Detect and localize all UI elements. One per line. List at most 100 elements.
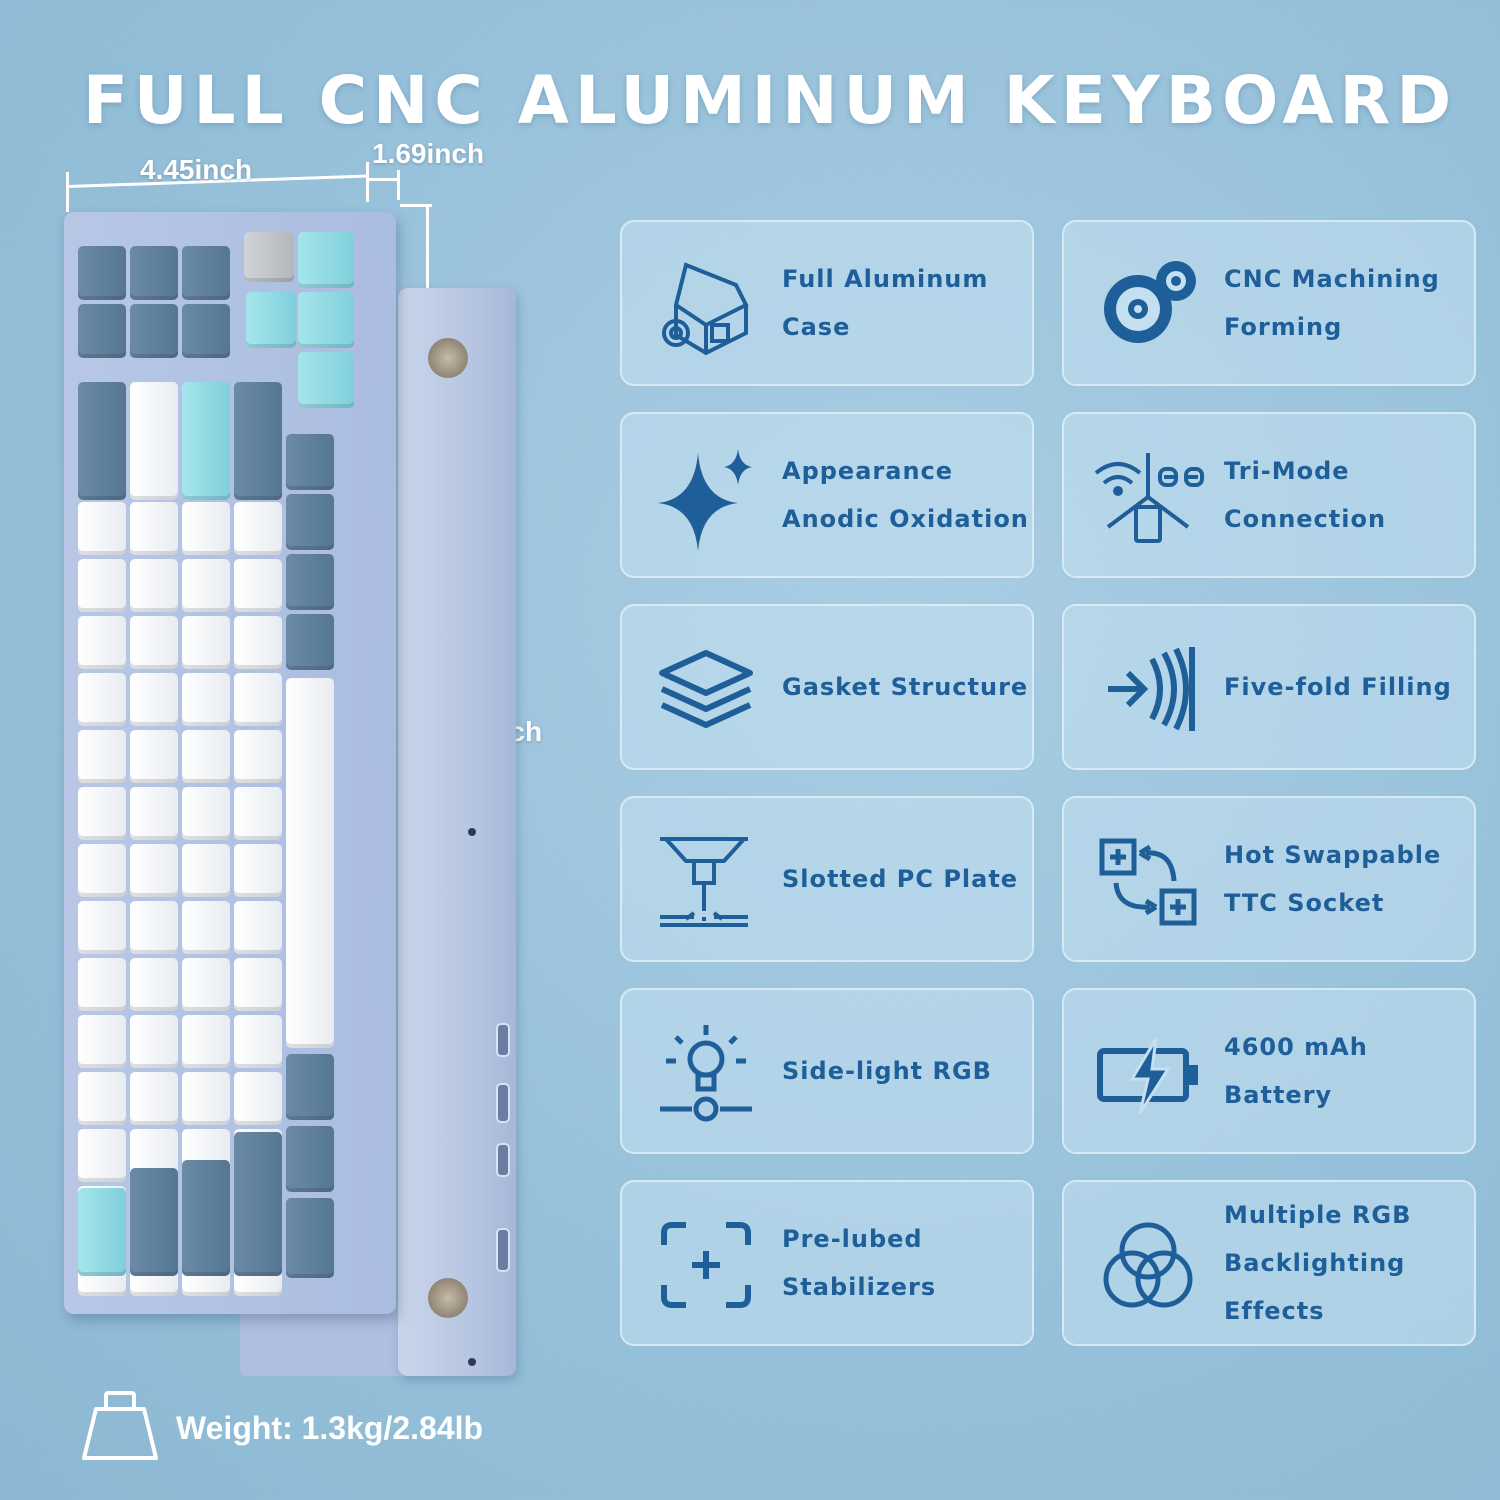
feature-label-line: Effects [1224, 1297, 1325, 1325]
keycap [286, 1054, 334, 1120]
feature-card: Gasket Structure [620, 604, 1034, 770]
keycap [130, 559, 178, 612]
layers-icon [659, 650, 753, 728]
battery-icon [1097, 1038, 1198, 1114]
lightbulb-icon [660, 1025, 752, 1122]
feature-label-line: Side-light RGB [782, 1057, 992, 1085]
keycap [182, 844, 230, 897]
keycap [182, 1072, 230, 1125]
keycap [78, 304, 126, 358]
feature-label-line: Gasket Structure [782, 673, 1029, 701]
feature-label: Gasket Structure [782, 606, 1038, 768]
feature-label: Five-fold Filling [1224, 606, 1480, 768]
keycap [286, 678, 334, 1048]
width-dimension-tick-right [366, 162, 369, 202]
screw-hole [468, 828, 476, 836]
feature-label-line: Hot Swappable [1224, 841, 1442, 869]
feature-label-line: Battery [1224, 1081, 1333, 1109]
hot-swap-icon [1099, 838, 1197, 926]
feature-label-line: TTC Socket [1224, 889, 1385, 917]
keycap [78, 382, 126, 500]
depth-dimension-tick [397, 170, 400, 200]
keycap [182, 1015, 230, 1068]
depth-dimension-label: 1.69inch [372, 138, 485, 169]
weight-info: Weight: 1.3kg/2.84lb [80, 1390, 550, 1470]
keycap [78, 958, 126, 1011]
keycap [130, 502, 178, 555]
keycap [182, 382, 230, 500]
keycap [182, 304, 230, 358]
keycap [78, 1188, 126, 1276]
keycap [130, 958, 178, 1011]
keycap [78, 246, 126, 300]
mode-switch [496, 1023, 510, 1057]
rubber-foot [428, 1278, 468, 1318]
keycap [78, 730, 126, 783]
keycap [78, 901, 126, 954]
keycap [182, 502, 230, 555]
keycap [234, 559, 282, 612]
feature-label-line: Connection [1224, 505, 1387, 533]
keycap [78, 673, 126, 726]
weight-label: Weight: 1.3kg/2.84lb [176, 1410, 484, 1446]
keycap [234, 382, 282, 500]
keycap [286, 554, 334, 610]
page-title: FULL CNC ALUMINUM KEYBOARD [82, 62, 1458, 139]
keycap [298, 292, 354, 348]
keycap [78, 502, 126, 555]
keycap [234, 1132, 282, 1276]
keycap [130, 673, 178, 726]
keycap [234, 730, 282, 783]
feature-label-line: Stabilizers [782, 1273, 937, 1301]
rubber-foot [428, 338, 468, 378]
keycap [182, 1160, 230, 1276]
keycap [130, 1072, 178, 1125]
keycap [244, 232, 294, 282]
power-switch [496, 1143, 510, 1177]
keycap [286, 1126, 334, 1192]
feature-label-line: Forming [1224, 313, 1343, 341]
laser-plate-icon [660, 837, 748, 927]
keycap [234, 673, 282, 726]
keycap [130, 616, 178, 669]
feature-label-line: CNC Machining [1224, 265, 1440, 293]
feature-card: Five-fold Filling [1062, 604, 1476, 770]
keycap [234, 1015, 282, 1068]
feature-label-line: Tri-Mode [1224, 457, 1350, 485]
keycap [286, 494, 334, 550]
keycap [130, 382, 178, 500]
keycap [78, 787, 126, 840]
feature-label: Slotted PC Plate [782, 798, 1038, 960]
keycap [234, 901, 282, 954]
feature-label-line: Slotted PC Plate [782, 865, 1019, 893]
keycap [298, 352, 354, 408]
keycap [182, 246, 230, 300]
feature-label-line: 4600 mAh [1224, 1033, 1368, 1061]
keycap [286, 614, 334, 670]
keycap [130, 304, 178, 358]
feature-label: Side-light RGB [782, 990, 1038, 1152]
keycap [78, 1072, 126, 1125]
keycap [182, 730, 230, 783]
keycap [246, 292, 296, 348]
keycap [182, 901, 230, 954]
sparkle-icon [658, 449, 752, 551]
weight-icon [82, 1391, 158, 1460]
keycap [78, 616, 126, 669]
keycap [286, 1198, 334, 1278]
feature-label-line: Anodic Oxidation [782, 505, 1029, 533]
feature-label-line: Appearance [782, 457, 954, 485]
keycap [130, 730, 178, 783]
